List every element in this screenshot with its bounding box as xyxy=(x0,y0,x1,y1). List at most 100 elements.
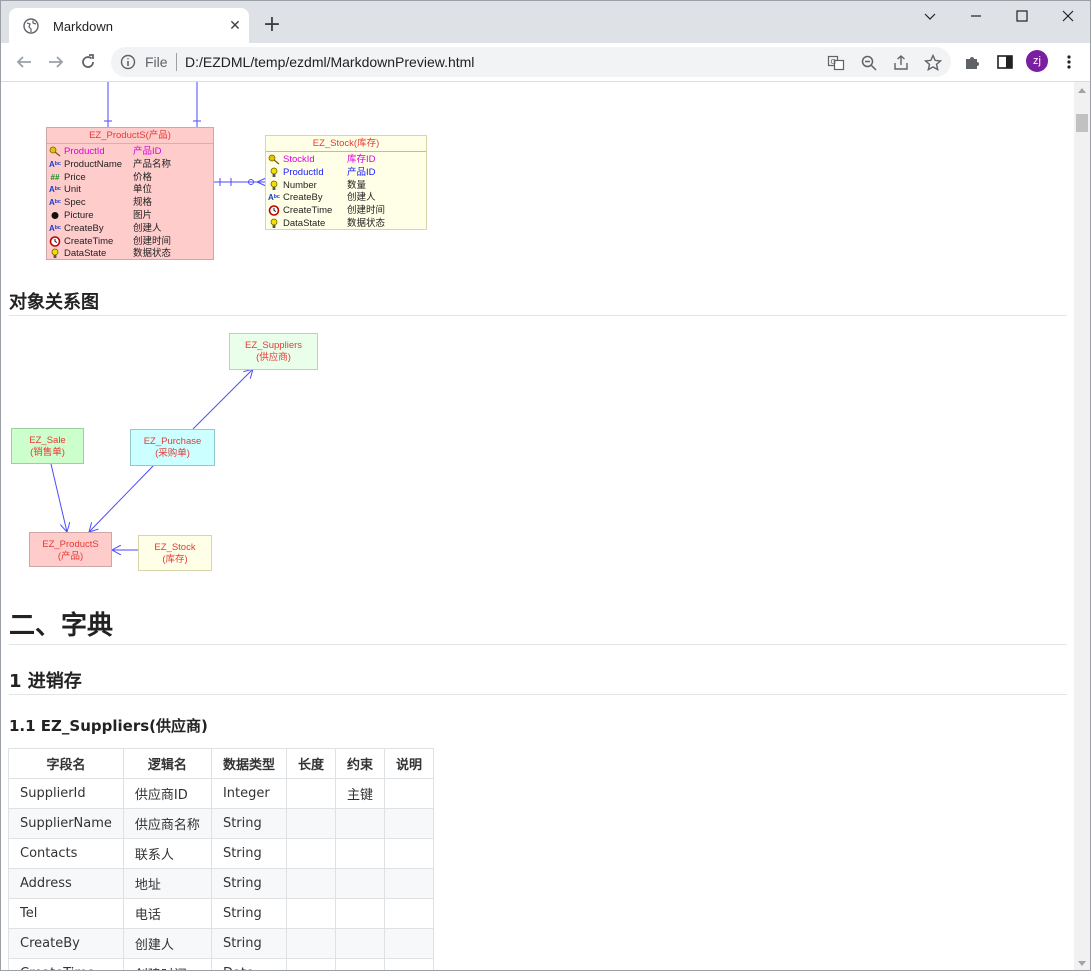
heading-rule xyxy=(9,694,1067,695)
svg-text:G: G xyxy=(831,58,836,66)
minimize-button[interactable] xyxy=(907,1,953,33)
url-text[interactable]: D:/EZDML/temp/ezdml/MarkdownPreview.html xyxy=(185,54,475,70)
column-header: 字段名 xyxy=(8,748,124,779)
field-label: 单位 xyxy=(133,184,153,196)
zoom-out-icon[interactable] xyxy=(860,54,878,72)
field-name: DataState xyxy=(283,218,326,229)
table-cell: SupplierId xyxy=(8,778,124,809)
table-cell xyxy=(383,778,435,809)
scrollbar-thumb[interactable] xyxy=(1076,114,1088,132)
object-purchase[interactable]: EZ_Purchase (采购单) xyxy=(130,429,215,466)
minimize-window-button[interactable] xyxy=(953,1,999,33)
translate-icon[interactable]: G xyxy=(827,54,845,72)
entity-title: EZ_ProductS(产品) xyxy=(47,128,213,144)
field-name: StockId xyxy=(283,154,315,165)
scroll-down-icon[interactable] xyxy=(1078,961,1086,966)
profile-avatar[interactable]: zj xyxy=(1026,50,1048,72)
back-button[interactable] xyxy=(13,51,35,73)
vertical-scrollbar[interactable] xyxy=(1074,82,1090,970)
menu-button[interactable] xyxy=(1058,51,1080,73)
object-sale[interactable]: EZ_Sale (销售单) xyxy=(11,428,84,464)
key-icon xyxy=(49,146,61,157)
table-cell xyxy=(383,868,435,899)
clock-icon xyxy=(268,205,280,216)
bookmark-star-icon[interactable] xyxy=(924,54,942,72)
minimize-icon xyxy=(971,15,981,17)
table-cell xyxy=(334,868,385,899)
address-bar[interactable]: File D:/EZDML/temp/ezdml/MarkdownPreview… xyxy=(111,47,951,77)
table-cell: String xyxy=(210,868,287,899)
tab-markdown[interactable]: Markdown ✕ xyxy=(9,8,249,43)
field-label: 产品名称 xyxy=(133,158,172,170)
field-name: ProductId xyxy=(283,166,324,178)
globe-icon xyxy=(23,18,39,34)
entity-field-row: DataState 数据状态 xyxy=(266,217,426,230)
maximize-icon xyxy=(1016,10,1028,22)
section-heading-suppliers: 1.1 EZ_Suppliers(供应商) xyxy=(9,717,208,735)
info-icon[interactable] xyxy=(120,54,136,70)
table-cell xyxy=(383,808,435,839)
arrow-left-icon xyxy=(16,56,31,68)
bulb-icon xyxy=(268,167,280,178)
string-icon: Aᵇᶜ xyxy=(268,193,280,203)
table-cell xyxy=(285,808,336,839)
field-name: Number xyxy=(283,179,317,191)
close-tab-icon[interactable]: ✕ xyxy=(229,18,241,34)
side-panel-button[interactable] xyxy=(994,51,1016,73)
section-heading-object-diagram: 对象关系图 xyxy=(9,292,99,313)
close-window-button[interactable] xyxy=(1045,1,1090,33)
object-suppliers[interactable]: EZ_Suppliers (供应商) xyxy=(229,333,318,370)
table-cell: 地址 xyxy=(122,868,212,899)
share-icon[interactable] xyxy=(892,54,910,72)
bulb-icon xyxy=(49,248,61,259)
scroll-up-icon[interactable] xyxy=(1078,88,1086,93)
forward-button[interactable] xyxy=(45,51,67,73)
reload-button[interactable] xyxy=(77,51,99,73)
table-cell xyxy=(383,838,435,869)
extensions-button[interactable] xyxy=(961,51,983,73)
clock-icon xyxy=(49,235,61,247)
field-name: ProductId xyxy=(64,146,105,157)
table-cell: 电话 xyxy=(122,898,212,929)
field-label: 创建人 xyxy=(347,192,376,204)
table-cell: Address xyxy=(8,868,124,899)
table-cell xyxy=(334,898,385,929)
table-cell: Date xyxy=(210,958,287,970)
object-stock[interactable]: EZ_Stock (库存) xyxy=(138,535,212,571)
object-products[interactable]: EZ_ProductS (产品) xyxy=(29,532,112,567)
reload-icon xyxy=(82,54,94,68)
field-name: ProductName xyxy=(64,158,123,170)
table-cell: 联系人 xyxy=(122,838,212,869)
chevron-down-icon xyxy=(924,13,936,20)
object-name: EZ_Purchase xyxy=(143,436,202,447)
string-icon: Aᵇᶜ xyxy=(49,159,61,169)
table-cell xyxy=(383,958,435,970)
field-label: 规格 xyxy=(133,197,153,209)
table-cell xyxy=(285,838,336,869)
table-cell: 主键 xyxy=(334,778,385,809)
field-name: DataState xyxy=(64,248,107,260)
string-icon: Aᵇᶜ xyxy=(49,185,61,195)
section-heading-inventory: 1 进销存 xyxy=(9,671,82,692)
entity-title: EZ_Stock(库存) xyxy=(266,136,426,152)
field-label: 数据状态 xyxy=(347,218,386,229)
object-cn-name: (供应商) xyxy=(256,352,291,363)
maximize-button[interactable] xyxy=(999,1,1045,33)
new-tab-button[interactable]: + xyxy=(262,12,282,37)
field-name: CreateTime xyxy=(283,205,333,217)
string-icon: Aᵇᶜ xyxy=(49,223,61,233)
url-separator xyxy=(176,53,177,71)
